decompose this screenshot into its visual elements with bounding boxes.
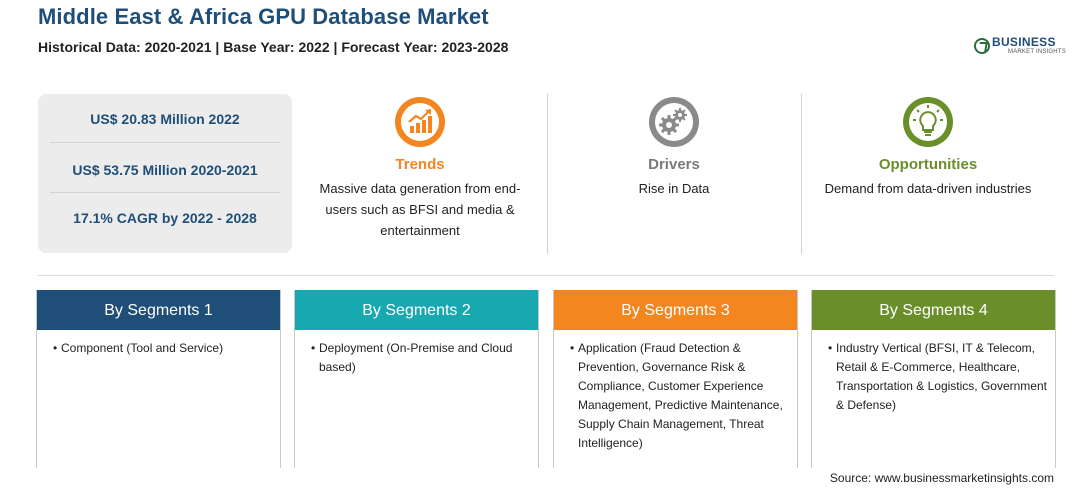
segment-item: Application (Fraud Detection & Preventio… bbox=[554, 330, 797, 453]
column-divider bbox=[547, 94, 548, 254]
segment-card-3: By Segments 3 Application (Fraud Detecti… bbox=[553, 290, 798, 468]
source-credit: Source: www.businessmarketinsights.com bbox=[829, 471, 1054, 485]
segment-card-1: By Segments 1 Component (Tool and Servic… bbox=[36, 290, 281, 468]
logo-name: BUSINESS bbox=[992, 35, 1056, 49]
opportunities-label: Opportunities bbox=[878, 156, 978, 173]
stat-market-size-historical: US$ 53.75 Million 2020-2021 bbox=[72, 162, 258, 178]
chart-up-icon bbox=[395, 97, 445, 147]
gears-icon bbox=[649, 97, 699, 147]
segment-title: By Segments 3 bbox=[554, 290, 797, 330]
segment-item: Industry Vertical (BFSI, IT & Telecom, R… bbox=[812, 330, 1055, 415]
drivers-label: Drivers bbox=[648, 156, 700, 173]
key-stats-panel: US$ 20.83 Million 2022 US$ 53.75 Million… bbox=[38, 94, 292, 253]
lightbulb-icon bbox=[903, 97, 953, 147]
stat-cagr: 17.1% CAGR by 2022 - 2028 bbox=[73, 210, 257, 226]
stat-divider bbox=[50, 192, 280, 193]
brand-logo: BUSINESS MARKET INSIGHTS bbox=[974, 34, 1074, 60]
opportunities-text: Demand from data-driven industries bbox=[824, 181, 1032, 196]
segment-item: Component (Tool and Service) bbox=[37, 330, 280, 358]
trends-block: Trends Massive data generation from end-… bbox=[306, 94, 534, 241]
stat-divider bbox=[50, 142, 280, 143]
segment-title: By Segments 4 bbox=[812, 290, 1055, 330]
segment-item: Deployment (On-Premise and Cloud based) bbox=[295, 330, 538, 377]
column-divider bbox=[801, 94, 802, 254]
logo-icon bbox=[974, 38, 990, 54]
segment-title: By Segments 1 bbox=[37, 290, 280, 330]
trends-text: Massive data generation from end-users s… bbox=[319, 181, 521, 238]
page-subtitle: Historical Data: 2020-2021 | Base Year: … bbox=[38, 39, 509, 55]
page-title: Middle East & Africa GPU Database Market bbox=[38, 4, 489, 29]
drivers-block: Drivers Rise in Data bbox=[560, 94, 788, 199]
opportunities-block: Opportunities Demand from data-driven in… bbox=[812, 94, 1044, 199]
trends-label: Trends bbox=[395, 156, 445, 173]
segment-card-4: By Segments 4 Industry Vertical (BFSI, I… bbox=[811, 290, 1056, 468]
segment-card-2: By Segments 2 Deployment (On-Premise and… bbox=[294, 290, 539, 468]
segment-title: By Segments 2 bbox=[295, 290, 538, 330]
drivers-text: Rise in Data bbox=[638, 181, 710, 196]
section-divider bbox=[38, 275, 1054, 276]
stat-market-size-2022: US$ 20.83 Million 2022 bbox=[90, 111, 240, 127]
logo-subtitle: MARKET INSIGHTS bbox=[1008, 49, 1066, 55]
